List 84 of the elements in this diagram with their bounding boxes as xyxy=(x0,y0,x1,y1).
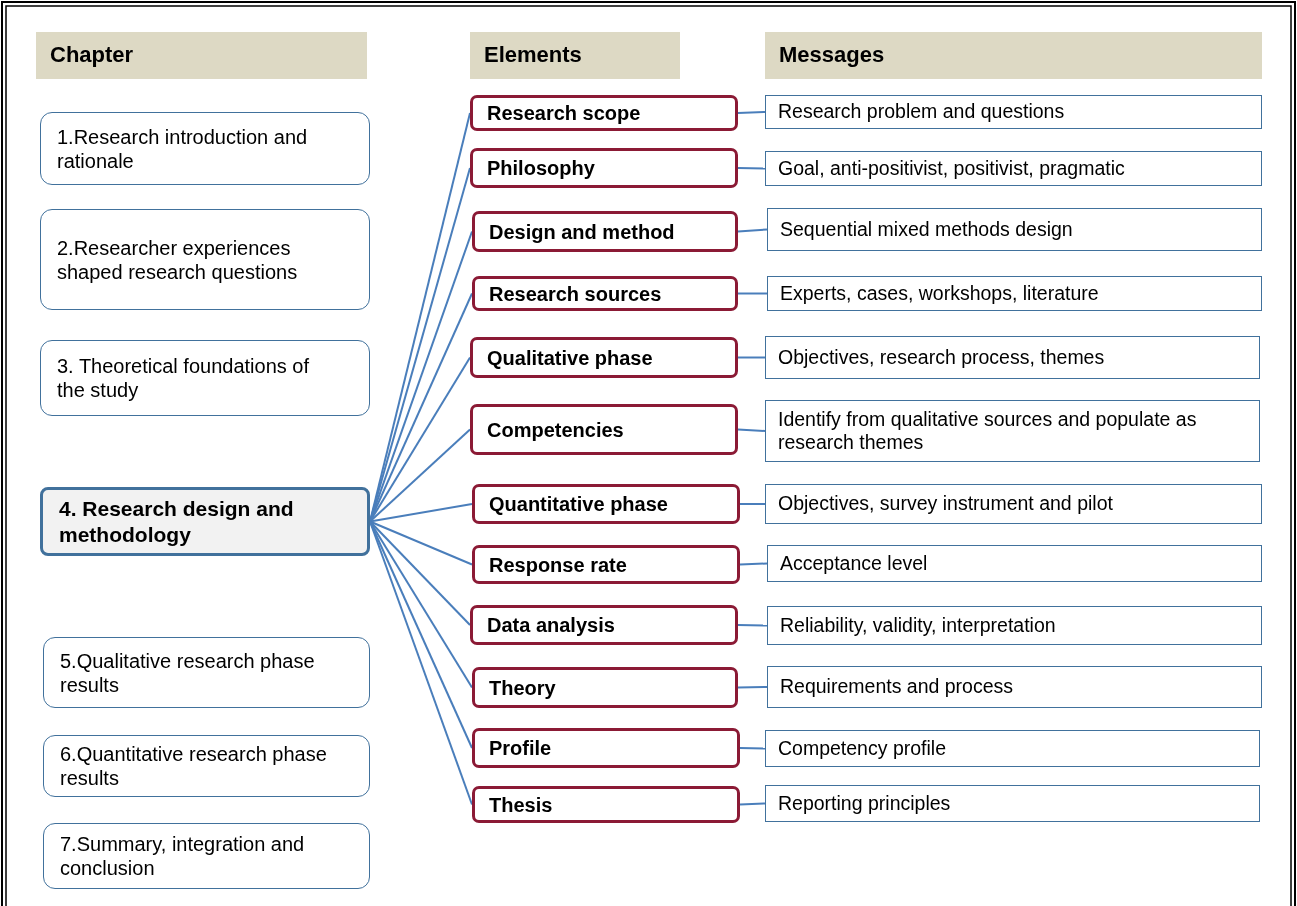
message-box xyxy=(767,208,1262,251)
connector-line xyxy=(737,624,768,627)
column-header xyxy=(36,32,367,79)
connector-line xyxy=(737,428,766,432)
box-label: Research sources xyxy=(489,281,662,306)
box-label: Research problem and questions xyxy=(778,100,1065,124)
box-label: Response rate xyxy=(489,552,627,577)
connector-line xyxy=(737,111,766,114)
connector-line xyxy=(369,520,473,566)
box-label: Design and method xyxy=(489,219,675,244)
element-box xyxy=(470,605,738,645)
box-label: Elements xyxy=(484,42,582,69)
connector-line xyxy=(369,503,473,523)
message-box xyxy=(765,785,1260,822)
connector-line xyxy=(369,428,471,523)
connector-line xyxy=(737,292,768,295)
box-label: Acceptance level xyxy=(780,551,928,576)
chapter-box xyxy=(40,340,370,416)
box-label: 3. Theoretical foundations of the study xyxy=(57,354,311,402)
element-box xyxy=(472,786,740,823)
connector-line xyxy=(737,686,768,689)
message-box xyxy=(767,606,1262,645)
box-label: Sequential mixed methods design xyxy=(780,217,1073,242)
box-label: Research scope xyxy=(487,101,641,125)
box-label: 6.Quantitative research phase results xyxy=(60,742,328,790)
element-box xyxy=(472,276,738,311)
box-label: 4. Research design and methodology xyxy=(59,496,295,547)
column-header xyxy=(470,32,680,79)
box-label: Philosophy xyxy=(487,156,595,180)
box-label: Experts, cases, workshops, literature xyxy=(780,281,1099,306)
box-label: Reliability, validity, interpretation xyxy=(780,613,1056,638)
box-label: 2.Researcher experiences shaped research questions xyxy=(57,235,299,284)
connector-line xyxy=(737,167,766,170)
box-label: Objectives, research process, themes xyxy=(778,345,1105,370)
box-label: Requirements and process xyxy=(780,675,1014,699)
element-box xyxy=(470,404,738,455)
box-label: 1.Research introduction and rationale xyxy=(57,124,309,173)
box-label: Competency profile xyxy=(778,736,946,761)
box-label: 7.Summary, integration and conclusion xyxy=(60,832,306,880)
chapter-box xyxy=(40,209,370,310)
box-label: Qualitative phase xyxy=(487,345,653,370)
message-box xyxy=(765,484,1262,524)
element-box xyxy=(470,148,738,188)
chapter-box xyxy=(43,637,370,708)
connector-line xyxy=(369,520,471,626)
box-label: Quantitative phase xyxy=(489,492,668,516)
box-label: 5.Qualitative research phase results xyxy=(60,648,316,697)
connector-line xyxy=(739,802,766,806)
box-label: Goal, anti-positivist, positivist, pragmatic xyxy=(778,156,1125,181)
element-box xyxy=(472,484,740,524)
element-box xyxy=(470,95,738,131)
message-box xyxy=(765,730,1260,767)
box-label: Competencies xyxy=(487,417,624,442)
message-box xyxy=(765,151,1262,186)
box-label: Identify from qualitative sources and populate as research themes xyxy=(778,407,1198,455)
box-label: Chapter xyxy=(50,42,134,69)
element-box xyxy=(472,211,738,252)
connector-line xyxy=(737,356,766,359)
connector-line xyxy=(739,503,766,505)
element-box xyxy=(470,337,738,378)
box-label: Profile xyxy=(489,736,552,760)
box-label: Theory xyxy=(489,675,556,700)
column-header xyxy=(765,32,1262,79)
chapter-box xyxy=(40,112,370,185)
element-box xyxy=(472,667,738,708)
box-label: Thesis xyxy=(489,792,553,817)
message-box xyxy=(765,400,1260,462)
box-label: Data analysis xyxy=(487,613,615,637)
element-box xyxy=(472,545,740,584)
connector-line xyxy=(739,747,766,750)
message-box xyxy=(767,545,1262,582)
message-box xyxy=(765,95,1262,129)
message-box xyxy=(767,666,1262,708)
message-box xyxy=(765,336,1260,379)
message-box xyxy=(767,276,1262,311)
chapter-box xyxy=(43,735,370,797)
element-box xyxy=(472,728,740,768)
connector-line xyxy=(737,228,768,233)
highlighted-chapter-box xyxy=(40,487,370,556)
chapter-box xyxy=(43,823,370,889)
box-label: Objectives, survey instrument and pilot xyxy=(778,492,1113,516)
box-label: Messages xyxy=(779,42,885,69)
box-label: Reporting principles xyxy=(778,791,951,816)
connector-line xyxy=(739,562,768,566)
